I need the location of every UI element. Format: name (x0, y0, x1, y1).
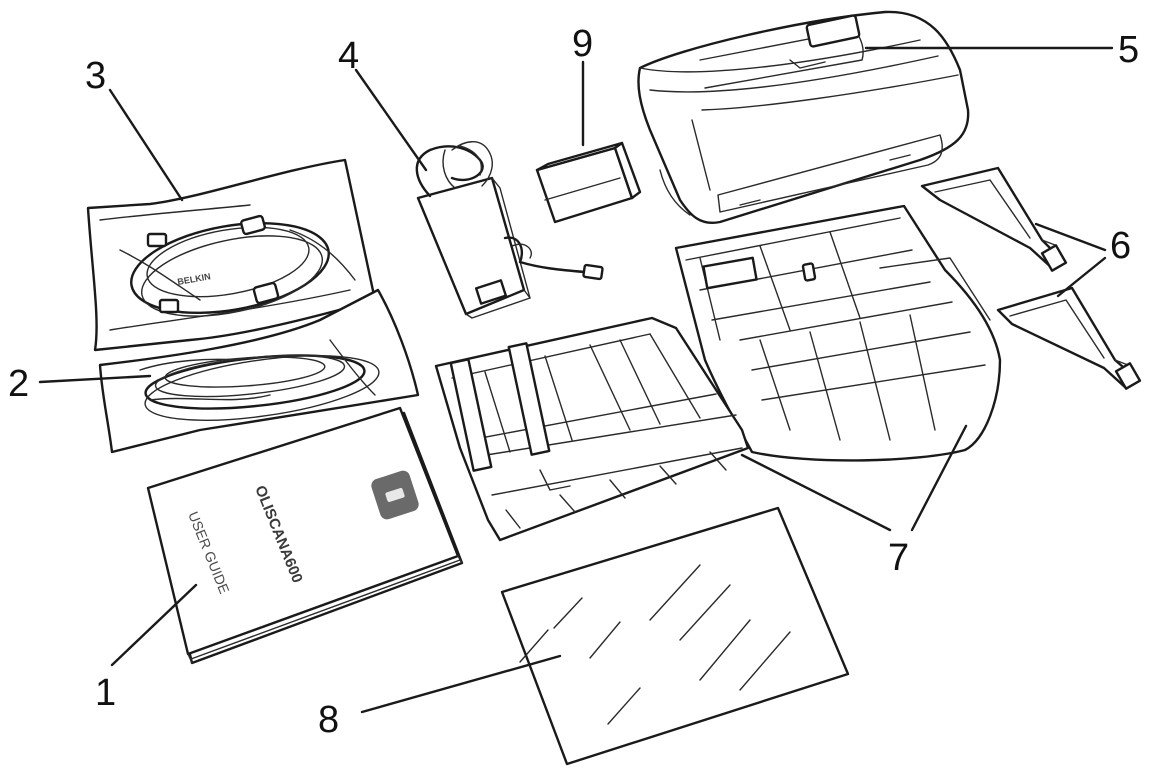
input-tray (434, 316, 750, 542)
callout-8: 8 (318, 699, 339, 741)
callout-5: 5 (1118, 29, 1139, 71)
callout-1: 1 (95, 672, 116, 714)
leader-lines (38, 46, 1114, 714)
support-arm-top (920, 166, 1068, 272)
callout-3: 3 (85, 55, 106, 97)
callout-7: 7 (888, 537, 909, 579)
callout-2: 2 (8, 363, 29, 405)
output-tray (674, 204, 1002, 462)
document-scanner (637, 10, 970, 225)
power-cord-bag (98, 288, 420, 454)
user-guide-manual: OLISCANA600 USER GUIDE (146, 406, 464, 665)
usb-cable-bag: BELKIN (86, 158, 377, 352)
ac-adapter (415, 141, 604, 319)
support-arm-bottom (996, 286, 1142, 390)
callout-6: 6 (1110, 225, 1131, 267)
cleaning-kit-box (535, 141, 642, 224)
callout-4: 4 (338, 35, 359, 77)
callout-9: 9 (572, 23, 593, 65)
carrier-sheet (500, 506, 850, 766)
callout-numbers: 1 2 3 4 5 6 7 8 9 (8, 23, 1139, 741)
